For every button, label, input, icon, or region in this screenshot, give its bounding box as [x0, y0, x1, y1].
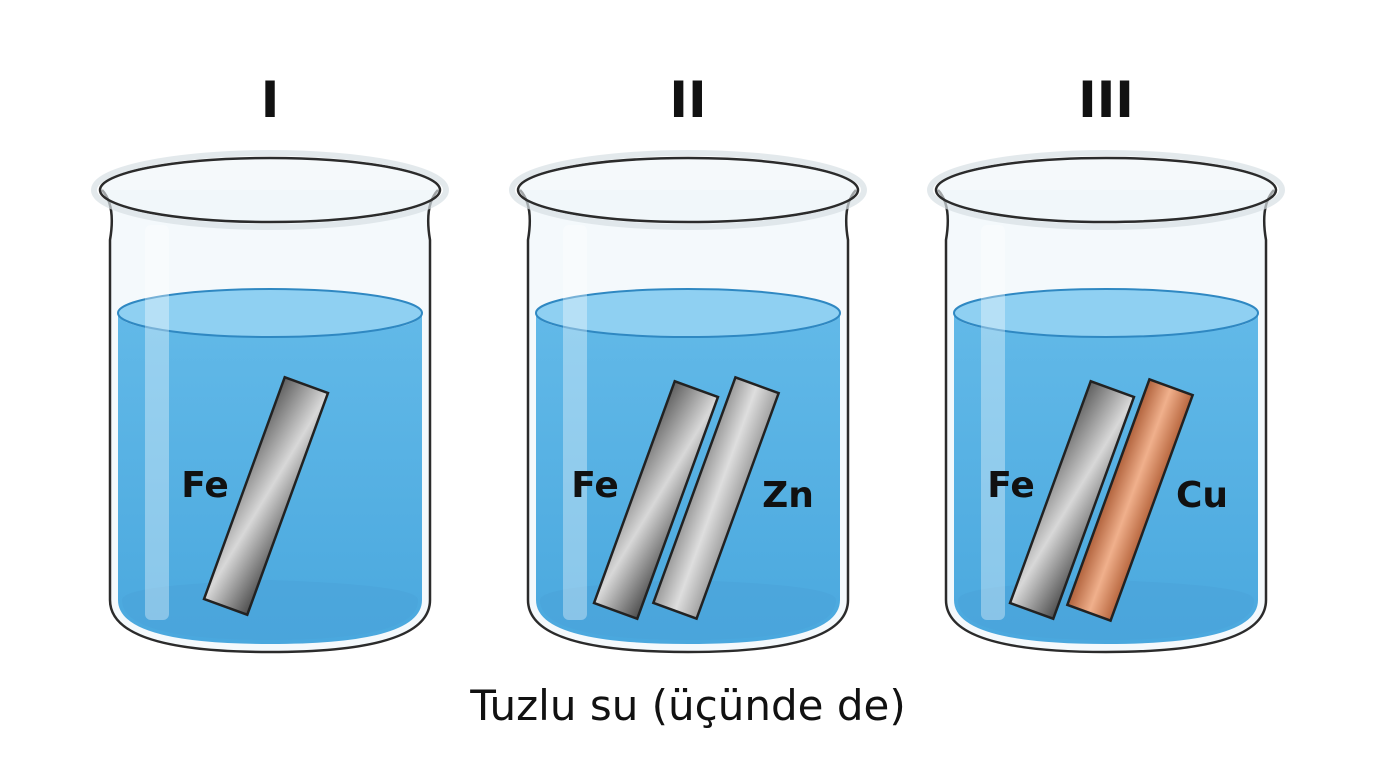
beaker-3-water-surface — [953, 288, 1259, 338]
beaker-2: II Fe Zn — [509, 71, 867, 654]
beaker-1-metal-label-fe: Fe — [181, 465, 229, 506]
beaker-1: I Fe — [91, 71, 449, 654]
beaker-3-rim — [934, 156, 1278, 224]
beaker-3-numeral: III — [1078, 71, 1134, 129]
beaker-2-zinc-strip — [651, 375, 781, 621]
beaker-3-copper-strip — [1065, 377, 1195, 623]
beaker-2-rim — [516, 156, 860, 224]
beaker-3: III Fe Cu — [927, 71, 1285, 654]
beaker-2-metal-label-zn: Zn — [762, 475, 814, 516]
beaker-3-iron-strip — [1008, 379, 1136, 621]
beaker-1-numeral: I — [261, 71, 280, 129]
beaker-1-water-surface — [117, 288, 423, 338]
beaker-3-metal-label-fe: Fe — [987, 465, 1035, 506]
beaker-3-metal-label-cu: Cu — [1176, 475, 1228, 516]
beaker-1-rim — [98, 156, 442, 224]
diagram-caption: Tuzlu su (üçünde de) — [469, 681, 906, 730]
beaker-2-iron-strip — [592, 379, 720, 621]
beaker-2-metal-label-fe: Fe — [571, 465, 619, 506]
beaker-1-iron-strip — [202, 375, 330, 617]
beaker-2-water-surface — [535, 288, 841, 338]
beaker-2-numeral: II — [669, 71, 706, 129]
